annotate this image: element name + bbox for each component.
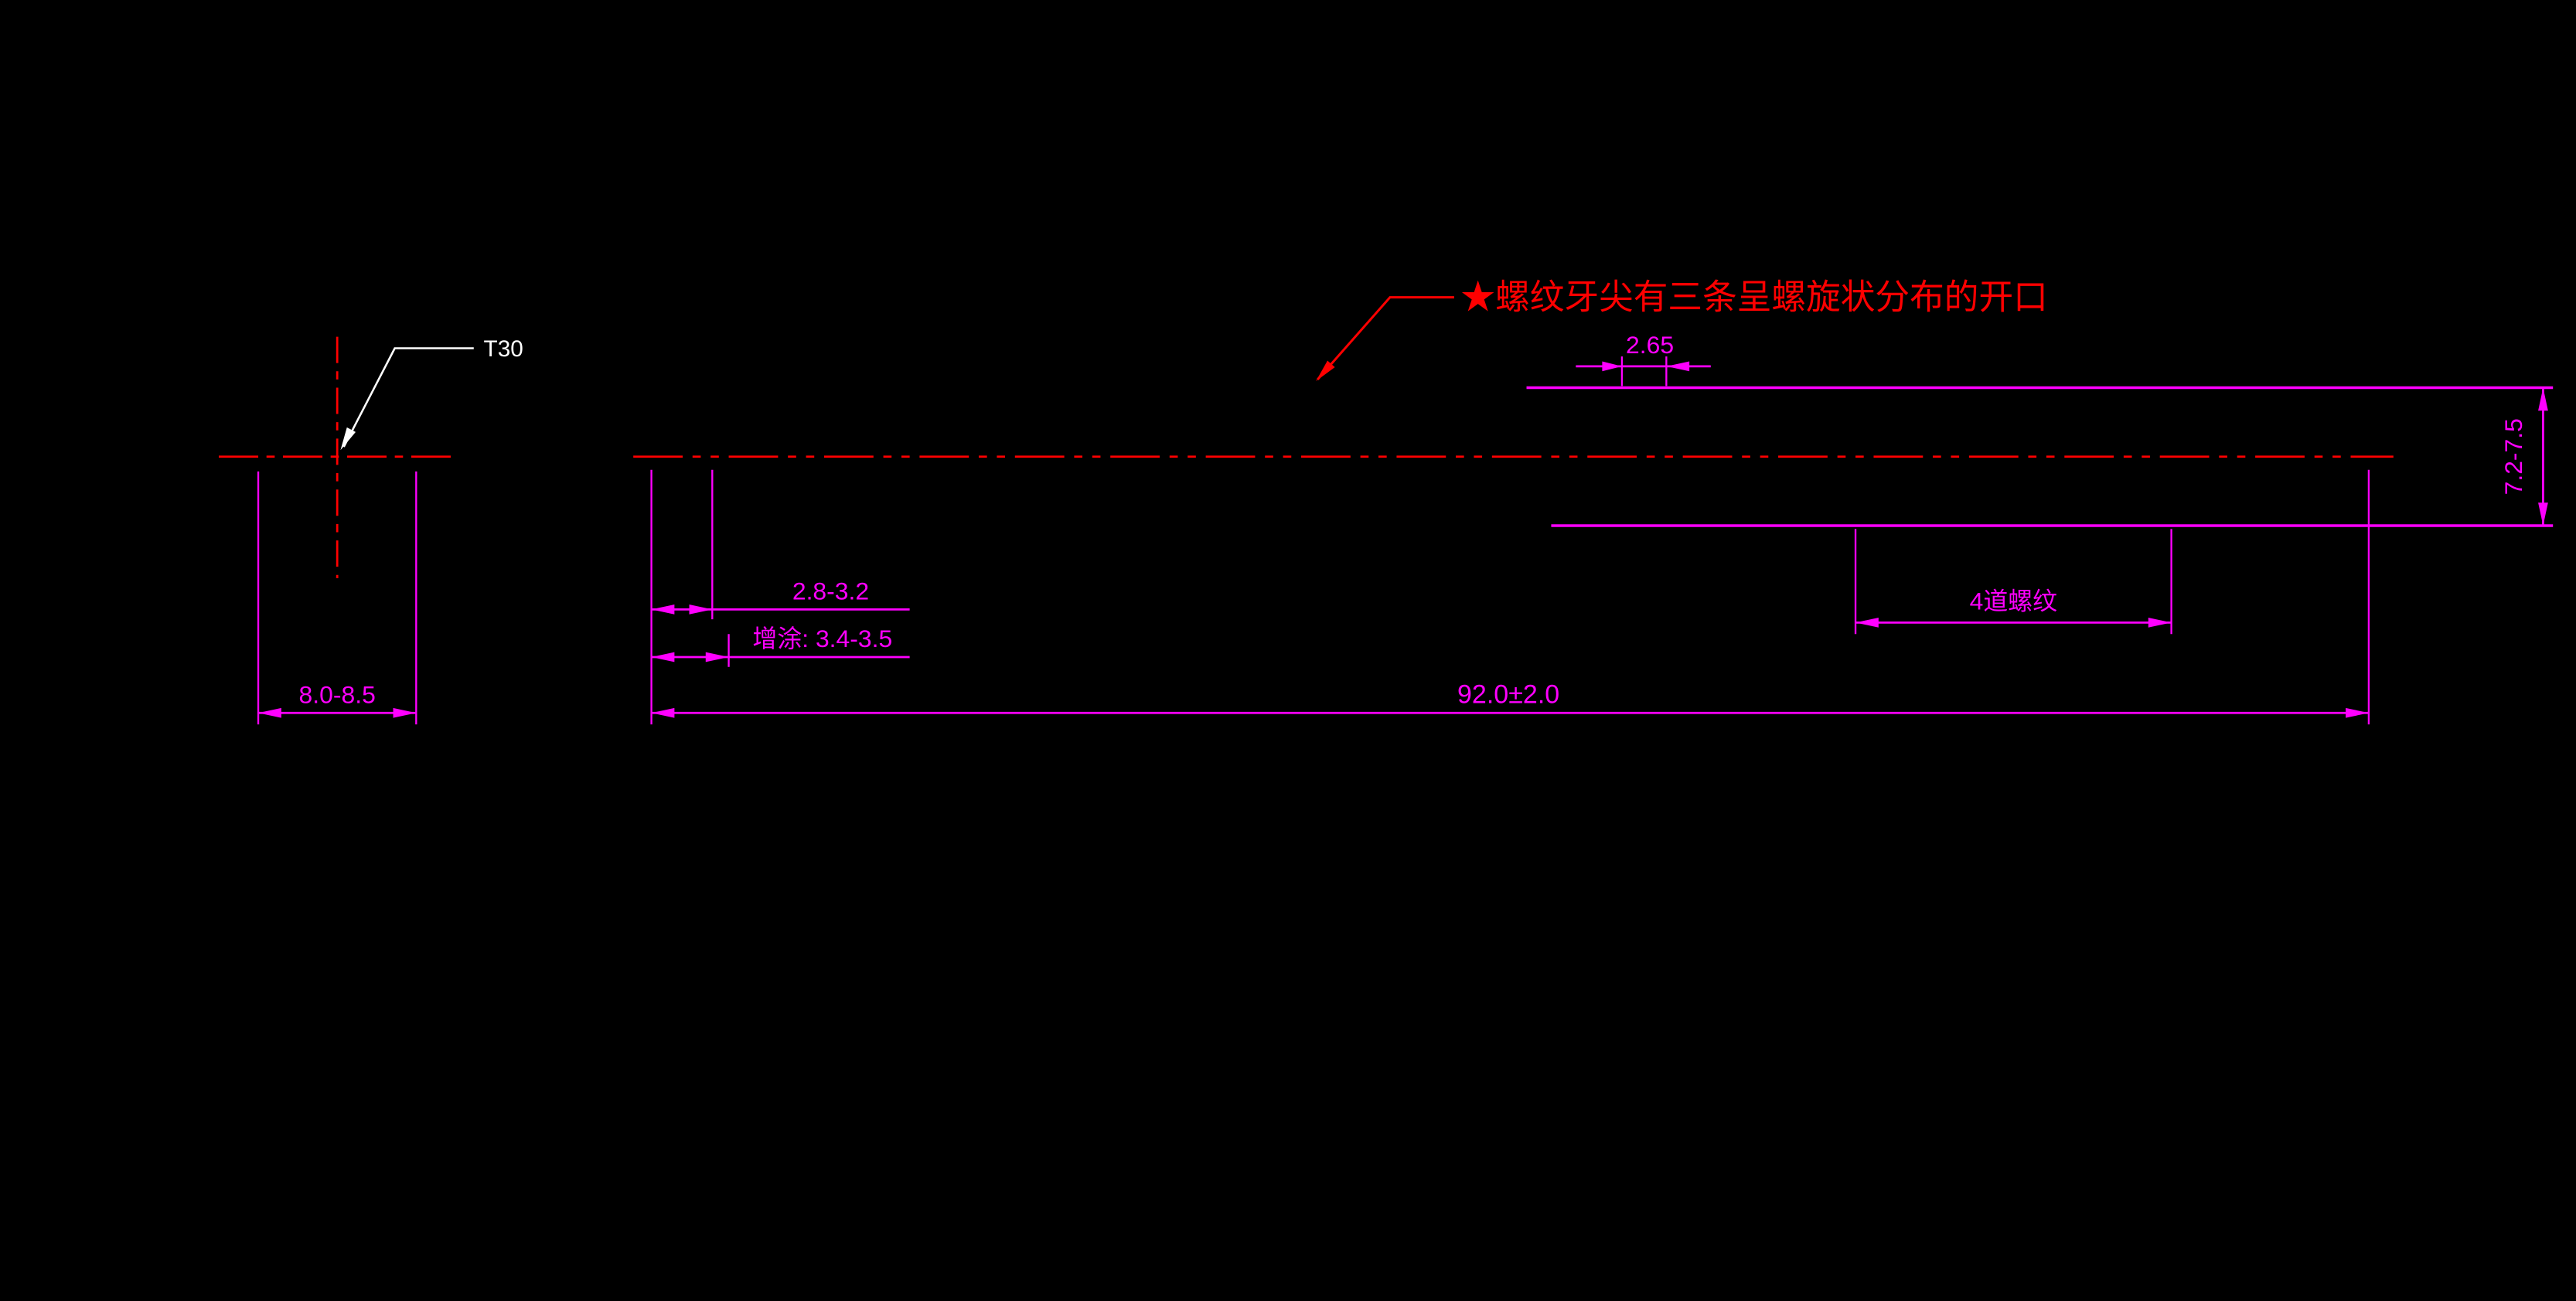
tip-dim-arrow-left	[651, 605, 675, 615]
t30-label: T30	[484, 336, 523, 362]
thread-count-label: 4道螺纹	[1970, 587, 2058, 615]
main-view: 2.8-3.2 增涂: 3.4-3.5 92.0±2.0 7.2-7.5 2.6…	[633, 279, 2554, 725]
pitch-dim-text: 2.65	[1626, 331, 1674, 359]
thread-height-arrow-top	[2538, 387, 2548, 411]
head-width-dim-text: 8.0-8.5	[299, 681, 376, 709]
t30-leader-arrow	[340, 427, 356, 451]
thread-zone-arrow-left	[1855, 618, 1879, 628]
tip-dim-text: 2.8-3.2	[792, 577, 869, 605]
tip-coated-arrow-right	[705, 652, 729, 662]
t30-leader-line	[342, 347, 474, 448]
note-leader-line	[1317, 296, 1454, 380]
note-text: ★螺纹牙尖有三条呈螺旋状分布的开口	[1460, 279, 2047, 317]
thread-zone-arrow-right	[2148, 618, 2172, 628]
head-width-arrow-right	[393, 707, 417, 718]
head-width-arrow-left	[258, 707, 281, 718]
tip-coated-dim-text: 增涂: 3.4-3.5	[752, 625, 892, 652]
pitch-arrow-right	[1666, 361, 1690, 372]
thread-height-arrow-bottom	[2538, 502, 2548, 526]
tip-dim-arrow-right	[689, 605, 713, 615]
overall-length-arrow-right	[2346, 707, 2369, 718]
pitch-arrow-left	[1602, 361, 1622, 372]
thread-height-dim-text: 7.2-7.5	[2499, 418, 2527, 495]
left-view: 8.0-8.5 T30	[218, 336, 523, 725]
note-leader-arrow	[1316, 360, 1335, 381]
overall-length-arrow-left	[651, 707, 675, 718]
tip-coated-arrow-left	[651, 652, 675, 662]
overall-length-dim-text: 92.0±2.0	[1457, 680, 1559, 710]
